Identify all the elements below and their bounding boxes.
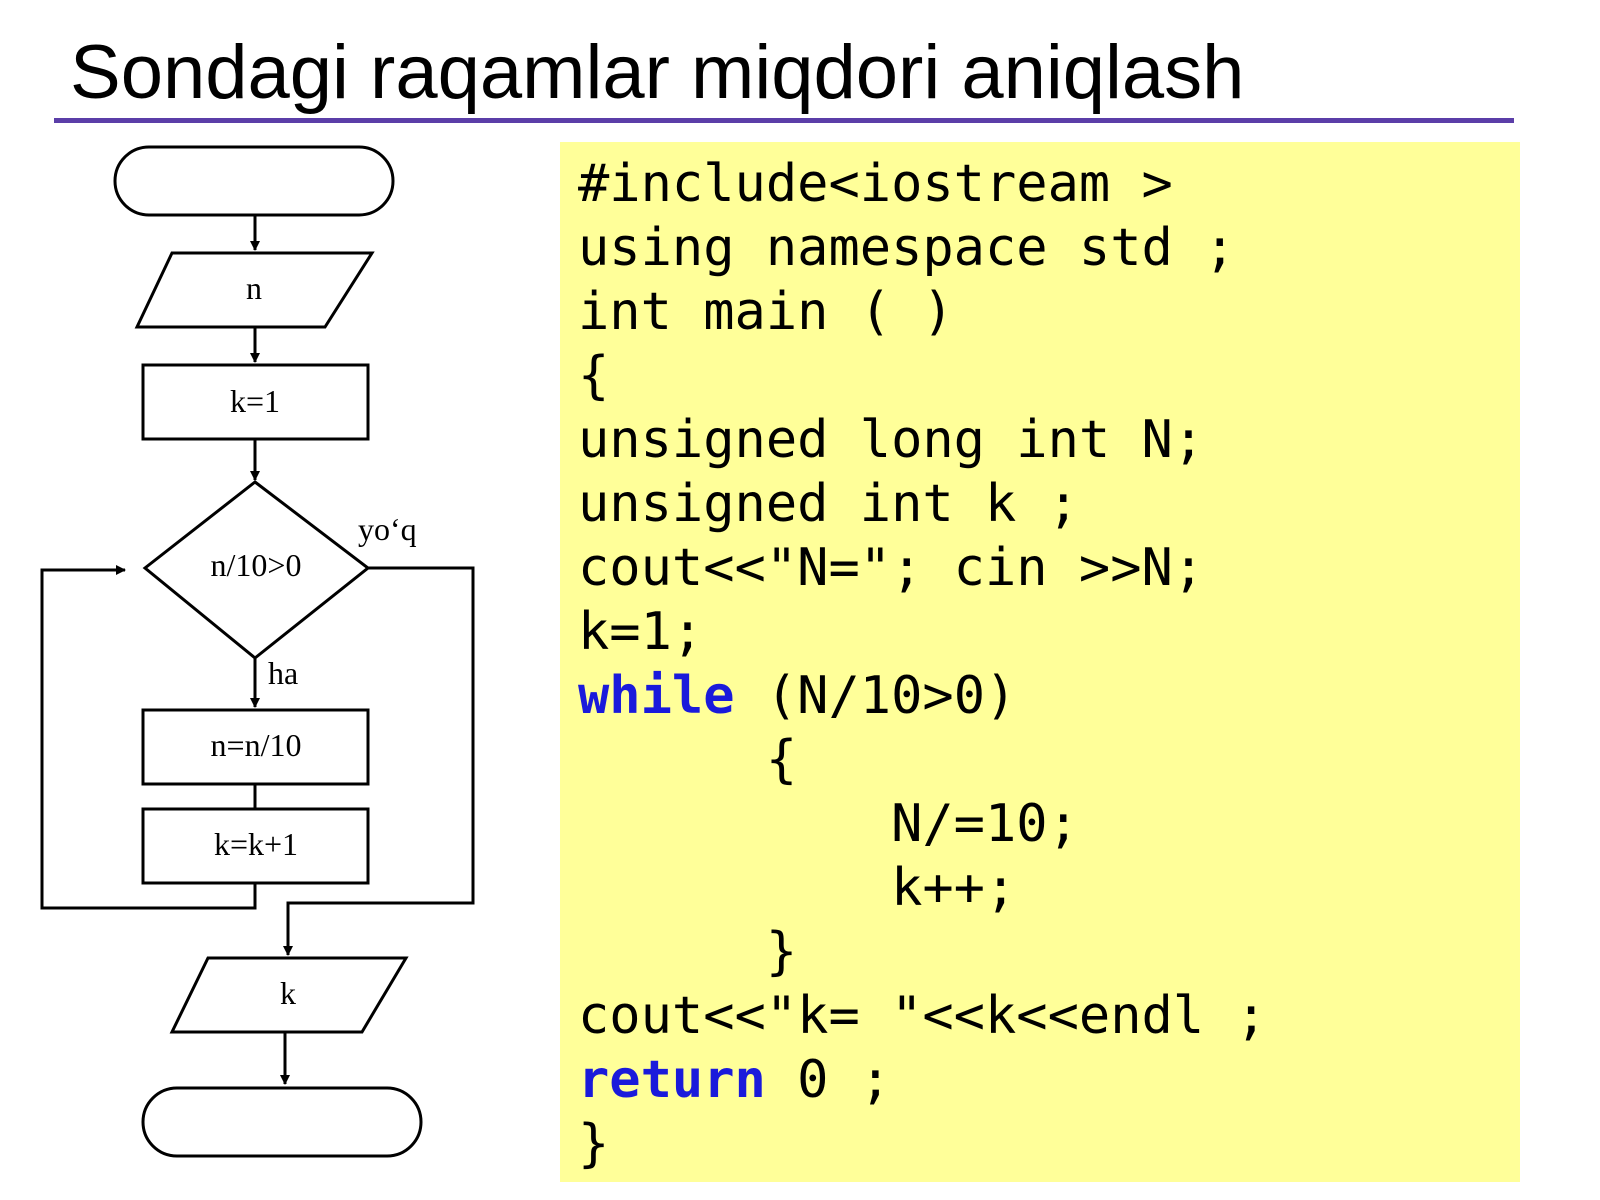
- code-text: {: [578, 346, 610, 406]
- yes-branch-label: ha: [268, 655, 298, 691]
- code-text: }: [578, 1114, 610, 1174]
- code-text: k++;: [578, 858, 1017, 918]
- code-text: unsigned int k ;: [578, 474, 1079, 534]
- code-text: 0 ;: [765, 1050, 892, 1110]
- step2-label: k=k+1: [214, 826, 298, 862]
- no-branch-connector: [283, 566, 475, 956]
- condition-label: n/10>0: [211, 547, 302, 583]
- init-process-box: [141, 363, 370, 441]
- slide-title: Sondagi raqamlar miqdori aniqlash: [70, 30, 1245, 115]
- code-line: cout<<"k= "<<k<<endl ;: [578, 984, 1520, 1048]
- code-line: return 0 ;: [578, 1048, 1520, 1112]
- code-line: while (N/10>0): [578, 664, 1520, 728]
- code-text: int main ( ): [578, 282, 954, 342]
- loop-back-connector: [40, 565, 257, 910]
- code-text: cout<<"N="; cin >>N;: [578, 538, 1205, 598]
- code-line: N/=10;: [578, 792, 1520, 856]
- input-label: n: [246, 270, 262, 306]
- no-branch-label: yo‘q: [358, 511, 417, 547]
- code-line: {: [578, 344, 1520, 408]
- flowchart: n k=1 n/10>0 yo‘q ha n=n/10 k=k+1 k: [40, 145, 475, 1158]
- code-line: k++;: [578, 856, 1520, 920]
- start-terminator: [113, 145, 395, 217]
- code-line: #include<iostream >: [578, 152, 1520, 216]
- code-line: unsigned int k ;: [578, 472, 1520, 536]
- code-line: {: [578, 728, 1520, 792]
- code-text: using namespace std ;: [578, 218, 1236, 278]
- step1-label: n=n/10: [211, 727, 302, 763]
- code-line: unsigned long int N;: [578, 408, 1520, 472]
- code-panel: #include<iostream >using namespace std ;…: [560, 142, 1520, 1182]
- code-text: #include<iostream >: [578, 154, 1173, 214]
- code-line: }: [578, 920, 1520, 984]
- code-keyword: return: [578, 1050, 766, 1110]
- input-parallelogram: [134, 251, 375, 329]
- code-text: k=1;: [578, 602, 704, 662]
- code-line: using namespace std ;: [578, 216, 1520, 280]
- step1-process-box: [141, 708, 370, 786]
- code-text: N/=10;: [578, 794, 1079, 854]
- init-label: k=1: [230, 383, 280, 419]
- code-text: (N/10>0): [734, 666, 1017, 726]
- end-terminator: [141, 1086, 423, 1158]
- code-text: }: [578, 922, 798, 982]
- code-text: cout<<"k= "<<k<<endl ;: [578, 986, 1267, 1046]
- code-line: }: [578, 1112, 1520, 1176]
- code-line: k=1;: [578, 600, 1520, 664]
- step2-process-box: [141, 807, 370, 885]
- code-text: unsigned long int N;: [578, 410, 1205, 470]
- title-underline: [54, 118, 1514, 123]
- output-label: k: [280, 975, 296, 1011]
- code-line: int main ( ): [578, 280, 1520, 344]
- code-keyword: while: [578, 666, 735, 726]
- output-parallelogram: [169, 956, 409, 1034]
- code-line: cout<<"N="; cin >>N;: [578, 536, 1520, 600]
- code-text: {: [578, 730, 798, 790]
